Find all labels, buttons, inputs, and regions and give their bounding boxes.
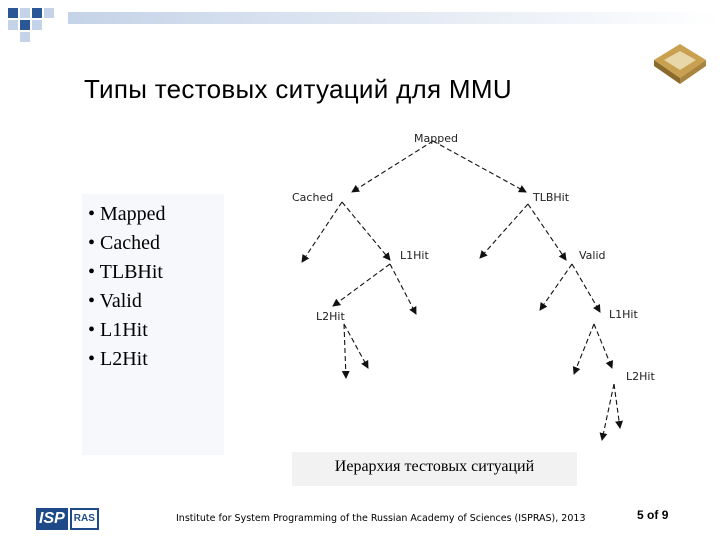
footer-text: Institute for System Programming of the … <box>176 513 585 524</box>
edge-tlbhit-valid <box>528 204 566 260</box>
page-indicator: 5 of 9 <box>637 508 668 522</box>
edge-l2hit-r-b <box>614 384 620 428</box>
bullet-item: TLBHit <box>88 258 224 287</box>
edge-l1hit-left-r <box>574 324 594 374</box>
edge-tlbhit-left <box>480 204 528 258</box>
chip-icon <box>650 38 708 88</box>
edge-l2hit-r-a <box>602 384 614 440</box>
slide-title: Типы тестовых ситуаций для MMU <box>84 74 512 105</box>
node-l2hit-left: L2Hit <box>316 310 345 323</box>
header-decoration <box>0 0 720 50</box>
edge-l2hit-left-b <box>344 324 368 368</box>
edge-valid-left <box>540 264 572 310</box>
page-current: 5 <box>637 508 644 522</box>
edge-mapped-tlbhit <box>433 141 526 192</box>
node-l1hit-left: L1Hit <box>400 249 429 262</box>
ispras-logo: ISP RAS <box>36 508 108 530</box>
node-mapped: Mapped <box>414 132 458 145</box>
page-total: 9 <box>662 508 669 522</box>
bullet-list: Mapped Cached TLBHit Valid L1Hit L2Hit <box>82 194 224 455</box>
edge-l1hit-l2hit <box>333 264 390 306</box>
logo-ras: RAS <box>70 508 99 530</box>
node-l2hit-right: L2Hit <box>626 370 655 383</box>
test-situation-tree: Mapped Cached TLBHit L1Hit Valid L2Hit L… <box>290 128 662 446</box>
bullet-item: L1Hit <box>88 316 224 345</box>
edge-mapped-cached <box>352 141 433 192</box>
edge-cached-l1hit <box>342 202 390 260</box>
node-valid: Valid <box>579 249 606 262</box>
edge-l2hit-left-a <box>344 324 346 378</box>
diagram-caption: Иерархия тестовых ситуаций <box>292 452 577 486</box>
node-l1hit-right: L1Hit <box>609 308 638 321</box>
node-cached: Cached <box>292 191 333 204</box>
bullet-item: Cached <box>88 229 224 258</box>
node-tlbhit: TLBHit <box>532 191 570 204</box>
logo-isp: ISP <box>36 508 68 530</box>
edge-l1hit-l2hit-r <box>594 324 612 368</box>
page-of-label: of <box>647 508 658 522</box>
bullet-item: L2Hit <box>88 345 224 374</box>
edge-cached-left <box>302 202 342 262</box>
bullet-item: Mapped <box>88 200 224 229</box>
edge-valid-l1hit <box>572 264 600 312</box>
edge-l1hit-right <box>390 264 416 314</box>
bullet-item: Valid <box>88 287 224 316</box>
